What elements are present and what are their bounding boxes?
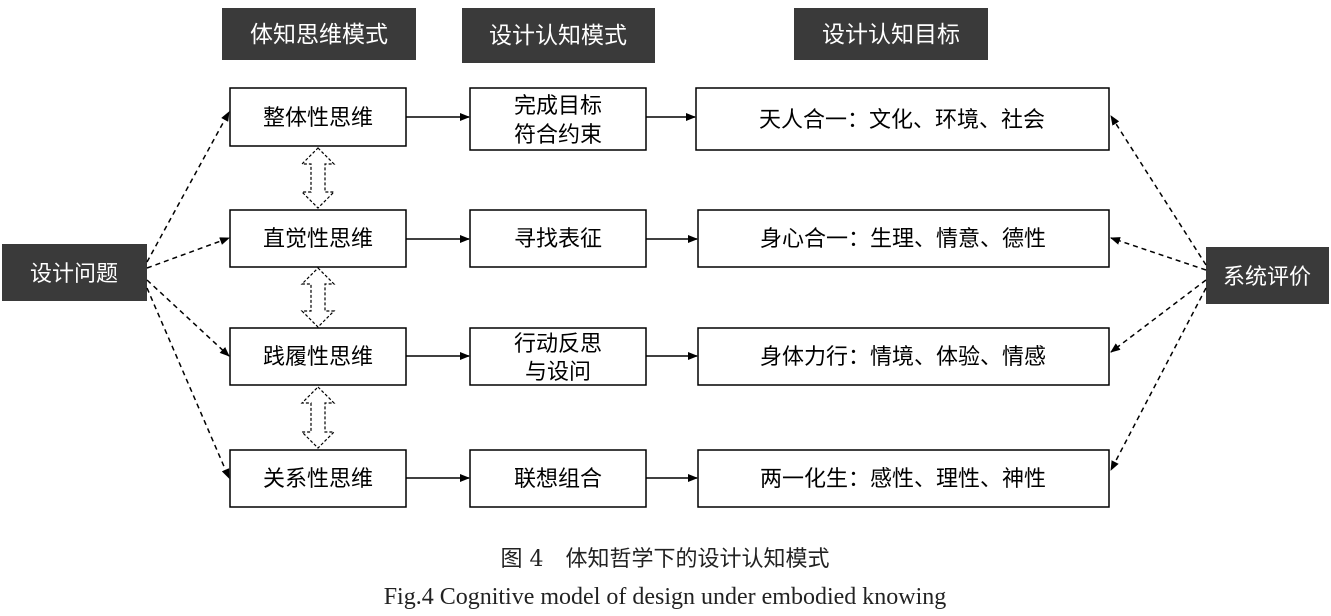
goal-box-practice: 身体力行：情境、体验、情感 (697, 327, 1110, 386)
header-cognition-goal: 设计认知目标 (794, 8, 988, 60)
header-thinking-mode-label: 体知思维模式 (250, 22, 388, 48)
thinking-box-holistic: 整体性思维 (229, 87, 407, 147)
cognition-box-representation: 寻找表征 (469, 209, 647, 268)
cognition-box-action-reflection: 行动反思 与设问 (469, 327, 647, 386)
cognition-label-goal-line1: 完成目标 (514, 94, 602, 119)
dashed-arrow-problem-to-row4 (146, 287, 230, 479)
goal-label-body-mind: 身心合一：生理、情意、德性 (760, 227, 1046, 252)
dashed-arrow-problem-to-row2 (146, 237, 230, 269)
header-cognition-mode-label: 设计认知模式 (489, 23, 627, 49)
thinking-box-relational: 关系性思维 (229, 449, 407, 508)
dashed-arrow-problem-to-row3 (146, 279, 230, 357)
design-problem-node: 设计问题 (2, 244, 147, 301)
dashed-arrow-evaluation-to-row1 (1110, 115, 1207, 266)
double-arrow-row2-row3 (300, 267, 336, 328)
header-cognition-goal-label: 设计认知目标 (822, 22, 960, 48)
goal-label-heaven-human: 天人合一：文化、环境、社会 (759, 108, 1045, 133)
cognition-box-goal-constraint: 完成目标 符合约束 (469, 87, 647, 151)
thinking-label-practical: 践履性思维 (263, 345, 373, 370)
cognition-label-action-line1: 行动反思 (514, 332, 602, 357)
goal-label-practice: 身体力行：情境、体验、情感 (760, 345, 1046, 370)
thinking-label-intuitive: 直觉性思维 (263, 227, 373, 252)
thinking-label-relational: 关系性思维 (263, 467, 373, 492)
dashed-arrow-problem-to-row1 (146, 111, 230, 263)
cognition-label-action-line2: 与设问 (525, 360, 591, 385)
thinking-box-practical: 践履性思维 (229, 327, 407, 386)
cognition-box-association: 联想组合 (469, 449, 647, 508)
thinking-label-holistic: 整体性思维 (263, 106, 373, 131)
cognition-label-goal-line2: 符合约束 (514, 123, 602, 148)
cognition-label-association: 联想组合 (514, 467, 602, 492)
dashed-arrow-evaluation-to-row4 (1110, 287, 1207, 471)
thinking-box-intuitive: 直觉性思维 (229, 209, 407, 268)
goal-box-body-mind: 身心合一：生理、情意、德性 (697, 209, 1110, 268)
dashed-arrow-evaluation-to-row2 (1110, 237, 1207, 271)
double-arrow-row3-row4 (300, 386, 336, 449)
goal-box-two-one: 两一化生：感性、理性、神性 (697, 449, 1110, 508)
design-problem-label: 设计问题 (30, 262, 118, 287)
caption-chinese: 图 4 体知哲学下的设计认知模式 (501, 547, 830, 572)
system-evaluation-node: 系统评价 (1206, 247, 1329, 304)
goal-label-two-one: 两一化生：感性、理性、神性 (760, 467, 1046, 492)
cognition-label-representation: 寻找表征 (514, 227, 602, 252)
caption-english: Fig.4 Cognitive model of design under em… (384, 584, 947, 610)
dashed-arrow-evaluation-to-row3 (1110, 279, 1207, 353)
system-evaluation-label: 系统评价 (1223, 265, 1311, 290)
header-cognition-mode: 设计认知模式 (462, 8, 655, 63)
double-arrow-row1-row2 (300, 147, 336, 209)
header-thinking-mode: 体知思维模式 (222, 8, 416, 60)
goal-box-heaven-human: 天人合一：文化、环境、社会 (695, 87, 1110, 151)
